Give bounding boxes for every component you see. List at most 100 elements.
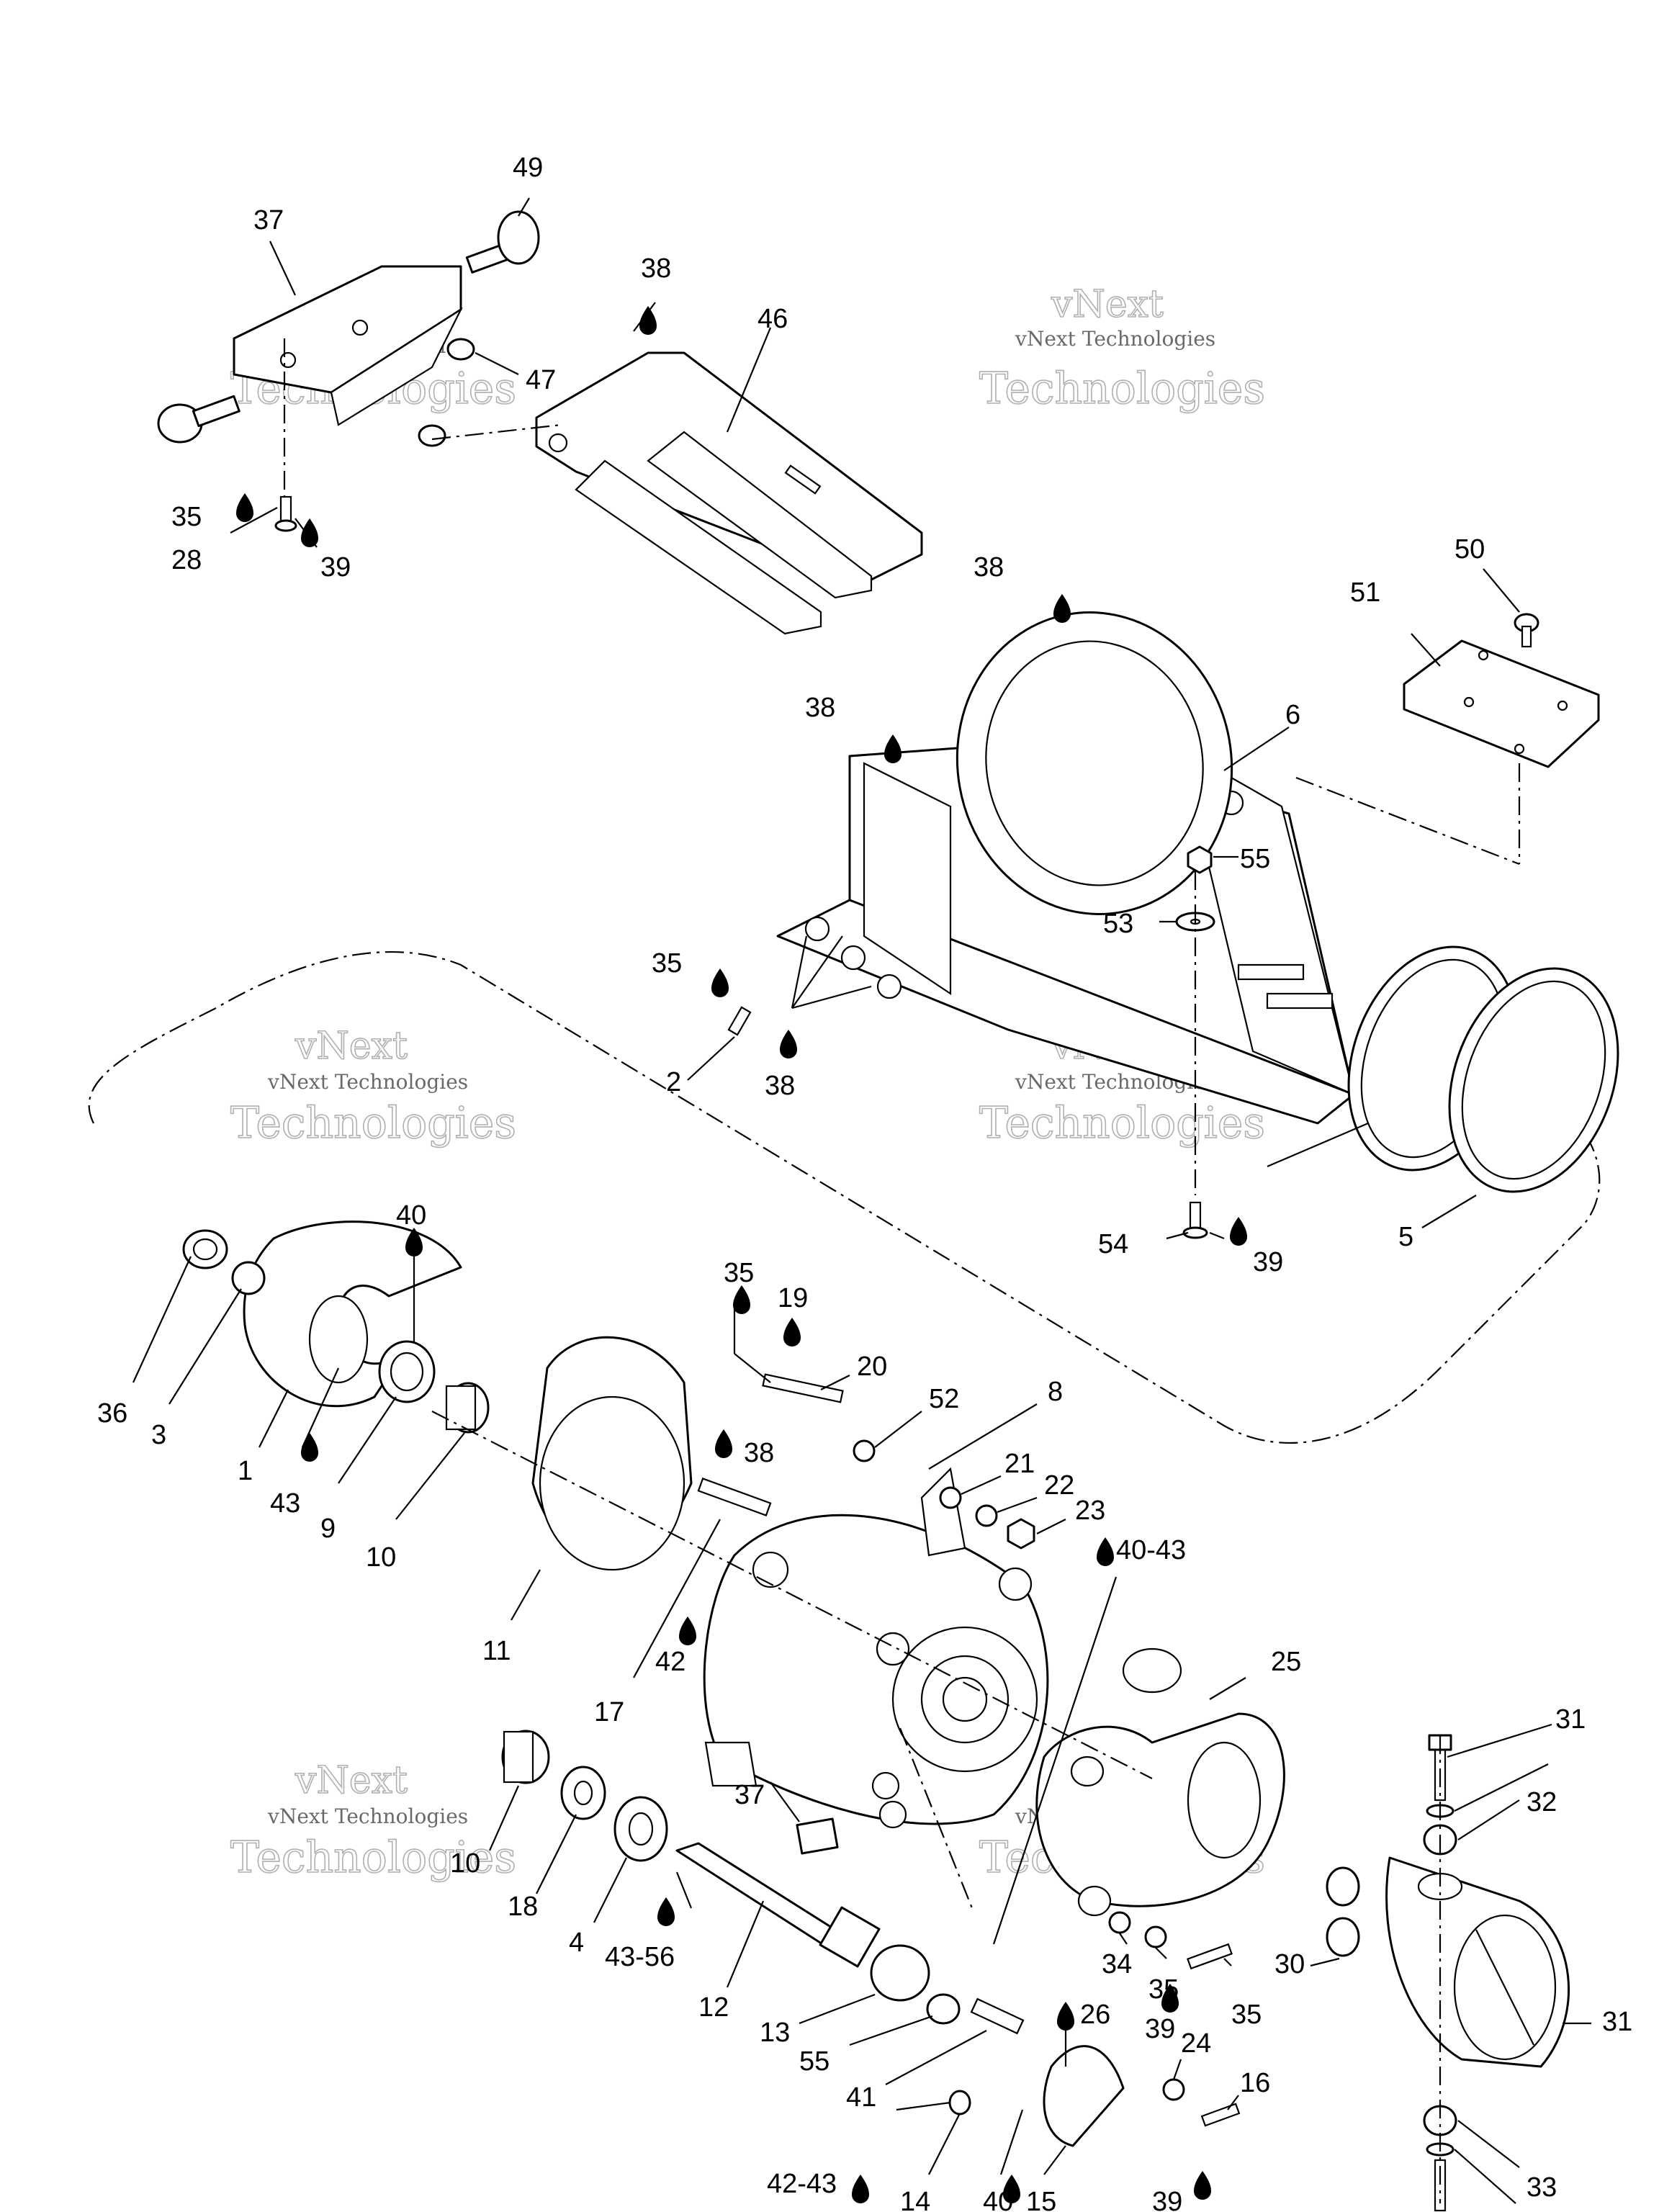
callout-label: 40 [396,1200,426,1231]
part-3-seal [231,1261,266,1295]
callout-label: 19 [778,1283,808,1313]
part-36-cap [182,1229,228,1269]
callout-label: 5 [1398,1222,1413,1252]
part-24-screw [274,495,297,532]
part-46-bolt [465,210,540,274]
callout-label: 37 [734,1780,765,1810]
callout-label: 46 [757,304,788,334]
callout-label: 21 [1004,1449,1035,1479]
part-9-wear-ring [378,1340,436,1403]
callout-label: 38 [641,253,671,284]
part-37-block [796,1817,839,1855]
callout-label: 51 [1350,577,1380,608]
part-44-rake [535,351,923,635]
callout-label: 25 [1271,1647,1301,1677]
callout-label: 40-43 [1116,1535,1186,1565]
callout-label: 37 [253,205,284,235]
callout-label: 52 [929,1384,959,1414]
part-11-wear-ring [531,1336,693,1571]
part-32-33-washers [1108,1911,1167,1948]
callout-label: 39 [1145,2014,1175,2044]
callout-label: 39 [1152,2187,1182,2212]
callout-label: 36 [97,1398,127,1429]
center-lines [283,338,1521,2203]
part-48-plate [1403,639,1600,768]
watermark-brand: vNext [1051,283,1164,326]
part-4-thrust-bearing [613,1796,668,1862]
callout-label: 42 [655,1647,685,1677]
watermark-line2: Technologies [979,364,1265,414]
callout-label: 38 [765,1071,795,1101]
part-10-lower-bearing [501,1730,550,1784]
callout-label: 34 [1102,1949,1132,1979]
watermark-line2: Technologies [979,1098,1265,1148]
part-17-stud [697,1478,772,1516]
part-15-cover [1043,2045,1125,2147]
callout-label: 6 [1285,700,1300,730]
watermark-line1: vNext Technologies [267,1070,468,1094]
watermark-brand: vNext [295,1025,408,1068]
callout-label: 54 [1098,1229,1128,1259]
callout-label: 33 [1527,2172,1557,2203]
leader-lines [132,197,1591,2204]
part-29-nozzle [1385,1856,1570,2068]
callout-label: 35 [724,1258,754,1288]
part-1-impeller [243,1220,462,1408]
callout-label: 4 [569,1928,584,1958]
part-21-22-23-washers-nut [939,1486,1035,1550]
callout-label: 13 [760,2018,790,2048]
part-8-pump-housing [703,1467,1049,1829]
callout-label: 55 [1240,844,1270,874]
callout-label: 26 [1080,2000,1110,2030]
callout-label: 9 [320,1514,336,1544]
part-34-bolt [1187,1943,1233,1970]
part-12-shaft [675,1842,881,1968]
callout-label: 30 [1274,1949,1305,1979]
part-49-washer [853,1439,876,1462]
watermark-line2: Technologies [230,1098,516,1148]
callout-label: 24 [1181,2028,1211,2059]
lubricant-drops [236,306,1247,2203]
callout-label: 10 [366,1542,396,1573]
part-7-left-bolt [157,395,240,444]
part-13-o-ring [870,1944,930,2002]
part-47-screw [1514,613,1539,648]
part-45-washers [418,338,475,447]
callout-label: 11 [482,1636,511,1666]
callout-label: 39 [320,552,351,583]
part-53-cap [926,1993,961,2025]
callout-label: 17 [594,1697,624,1727]
callout-label: 10 [450,1848,480,1879]
callout-label: 31 [1555,1704,1586,1735]
part-25-venturi [1035,1647,1285,1917]
callout-label: 38 [744,1438,774,1468]
callout-label: 32 [1527,1787,1557,1817]
assembly-group-outline [88,950,1601,1444]
part-14-plug [948,2090,971,2116]
callout-label: 38 [805,693,835,723]
part-41-spring [970,1997,1025,2035]
callout-label: 23 [1075,1496,1105,1526]
part-2-screw [727,1006,752,1036]
watermark-line1: vNext Technologies [1015,327,1215,351]
callout-label: 38 [974,552,1004,583]
callout-label: 39 [1253,1247,1283,1277]
callout-label: 41 [846,2082,876,2113]
part-51-screw [1182,1201,1208,1239]
callout-label: 42-43 [767,2169,837,2199]
part-18-washer [560,1766,606,1820]
part-20-stud [762,1373,844,1403]
part-10-bearing [445,1382,490,1434]
callout-label: 50 [1455,534,1485,565]
part-26-washer [1162,2078,1185,2101]
watermark-brand: vNext [295,1759,408,1802]
part-52-nut [1187,845,1213,874]
callout-label: 16 [1240,2068,1270,2098]
callout-label: 35 [171,502,202,532]
callout-label: 35 [1231,2000,1262,2030]
callout-label: 18 [508,1892,538,1922]
part-38-ring-nozzle [956,611,1233,915]
callout-label: 43 [270,1488,300,1519]
callout-label: 8 [1048,1377,1063,1407]
